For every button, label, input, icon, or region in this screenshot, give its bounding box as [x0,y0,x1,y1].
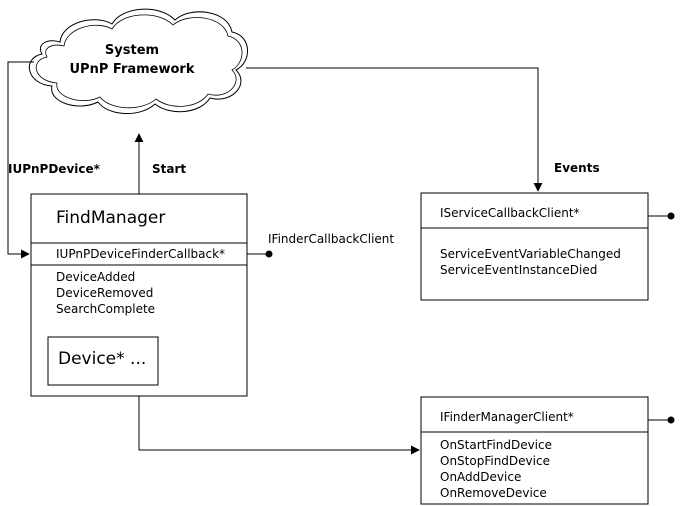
finder-manager-interface: IFinderManagerClient* [440,410,574,424]
find-manager-title: FindManager [56,208,166,228]
iupnp-device-label: IUPnPDevice* [8,162,100,176]
find-manager-to-client-arrow [138,396,420,455]
finder-manager-box [420,396,649,505]
iupnp-device-arrow [7,61,34,259]
start-label: Start [152,162,187,176]
find-manager-method: DeviceAdded [56,270,136,284]
find-manager-interface: IUPnPDeviceFinderCallback* [56,247,226,261]
finder-manager-method: OnAddDevice [440,470,522,484]
finder-manager-method: OnRemoveDevice [440,486,547,500]
events-arrow [246,67,543,192]
connectors [7,61,668,455]
service-callback-method: ServiceEventInstanceDied [440,263,598,277]
cloud-title-line1: System [104,43,160,58]
cloud-shape [28,8,248,115]
events-label: Events [554,161,600,175]
device-box-label: Device* ... [58,349,147,369]
ifinder-callback-lollipop [265,250,273,258]
finder-manager-lollipop [667,416,675,424]
finder-manager-method: OnStartFindDevice [440,438,552,452]
service-callback-method: ServiceEventVariableChanged [440,247,621,261]
find-manager-method: SearchComplete [56,302,156,316]
ifinder-callback-client-label: IFinderCallbackClient [268,232,395,246]
cloud-title-line2: UPnP Framework [69,62,195,77]
find-manager-method: DeviceRemoved [56,286,154,300]
service-callback-lollipop [667,212,675,220]
service-callback-box [420,192,649,301]
find-manager-box [30,193,248,397]
service-callback-interface: IServiceCallbackClient* [440,206,580,220]
finder-manager-method: OnStopFindDevice [440,454,550,468]
